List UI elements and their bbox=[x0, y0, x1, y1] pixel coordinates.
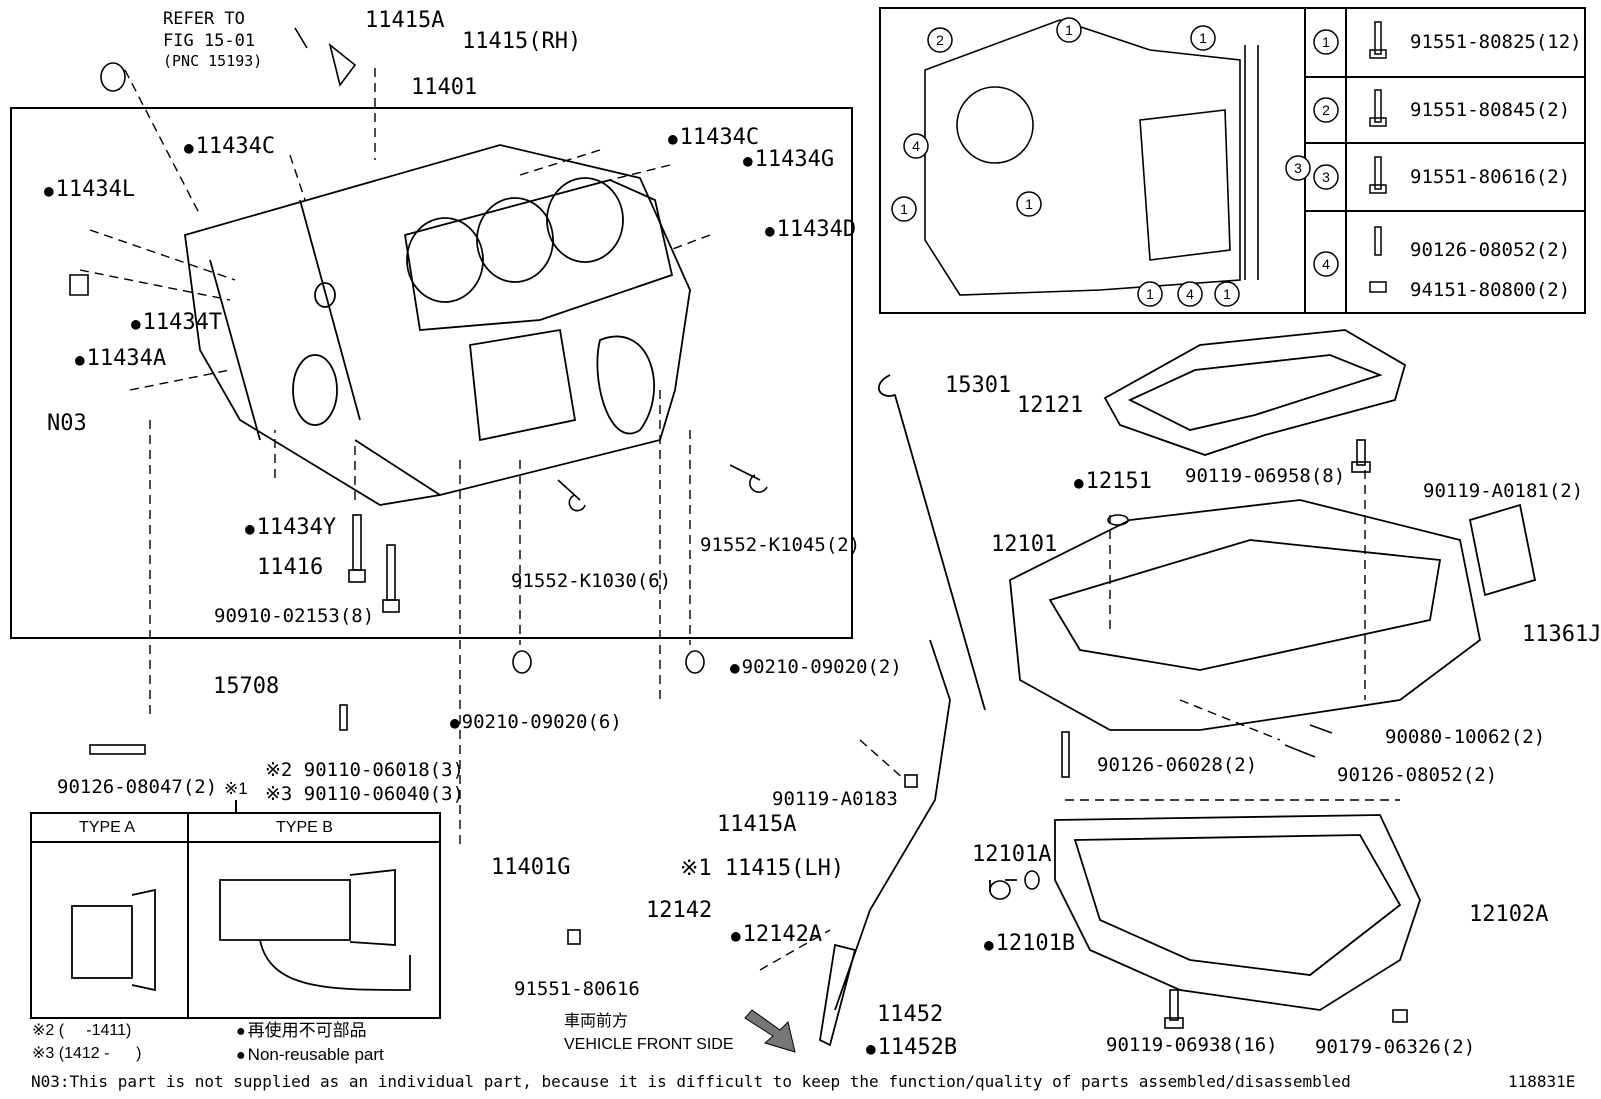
part-n03: N03 bbox=[47, 411, 87, 436]
cover-callouts bbox=[891, 17, 1311, 307]
part-11434t: 11434T bbox=[131, 311, 222, 336]
cover-callout-1: 1 bbox=[1065, 22, 1073, 38]
refer-note-1: REFER TO bbox=[163, 9, 245, 29]
type-b-label: TYPE B bbox=[276, 819, 333, 836]
part-90119-a0181: 90119-A0181(2) bbox=[1423, 480, 1584, 502]
cover-callout-5: 1 bbox=[1025, 196, 1033, 212]
part-11434c-left: 11434C bbox=[184, 135, 275, 160]
part-90210-09020-2: 90210-09020(2) bbox=[730, 657, 902, 678]
part-11434y: 11434Y bbox=[245, 516, 336, 541]
refer-note-3: (PNC 15193) bbox=[163, 52, 263, 70]
part-91552-k1030: 91552-K1030(6) bbox=[511, 570, 672, 592]
part-12101a: 12101A bbox=[972, 842, 1052, 867]
part-11415-lh: ※1 11415(LH) bbox=[680, 856, 845, 881]
part-12142: 12142 bbox=[646, 898, 713, 923]
bolt-table-part-4b: 94151-80800(2) bbox=[1410, 279, 1571, 301]
figure-id: 118831E bbox=[1508, 1072, 1576, 1091]
cover-callout-4: 1 bbox=[900, 201, 908, 217]
part-91552-k1045: 91552-K1045(2) bbox=[700, 534, 861, 556]
bolt-table-part-2: 91551-80845(2) bbox=[1410, 99, 1571, 121]
oil-pan-drawing bbox=[819, 329, 1537, 1047]
part-11401: 11401 bbox=[411, 75, 478, 100]
part-90179-06326: 90179-06326(2) bbox=[1315, 1036, 1476, 1058]
cover-callout-7: 1 bbox=[1146, 286, 1154, 302]
part-90119-06958: 90119-06958(8) bbox=[1185, 465, 1346, 487]
bolt-table-icons bbox=[1313, 21, 1387, 293]
legend-nonreuse-en: Non-reusable part bbox=[236, 1045, 384, 1066]
part-12102a: 12102A bbox=[1469, 902, 1549, 927]
part-90119-06938: 90119-06938(16) bbox=[1106, 1034, 1278, 1056]
cover-callout-0: 2 bbox=[936, 32, 944, 48]
part-11434g: 11434G bbox=[743, 148, 834, 173]
bolt-table-part-4a: 90126-08052(2) bbox=[1410, 239, 1571, 261]
front-arrow-icon bbox=[744, 1009, 796, 1053]
cover-callout-6: 3 bbox=[1294, 160, 1302, 176]
legend-front-jp: 車両前方 bbox=[564, 1013, 629, 1030]
bolt-table-part-3: 91551-80616(2) bbox=[1410, 166, 1571, 188]
part-90126-06028: 90126-06028(2) bbox=[1097, 754, 1258, 776]
type-a-fitting bbox=[71, 905, 133, 979]
part-11401g: 11401G bbox=[491, 855, 571, 880]
bolt-table-num-3: 4 bbox=[1322, 256, 1330, 272]
refer-note-2: FIG 15-01 bbox=[163, 31, 256, 51]
bolt-table-num-0: 1 bbox=[1322, 34, 1330, 50]
footer-note: N03:This part is not supplied as an indi… bbox=[31, 1072, 1351, 1091]
cover-callout-8: 4 bbox=[1186, 286, 1194, 302]
timing-cover-drawing bbox=[924, 19, 1259, 296]
fitting-type-frame bbox=[30, 812, 441, 1019]
part-11434c-right: 11434C bbox=[668, 126, 759, 151]
part-11434a: 11434A bbox=[75, 347, 166, 372]
part-90126-08052: 90126-08052(2) bbox=[1337, 764, 1498, 786]
cover-callout-3: 4 bbox=[912, 138, 920, 154]
part-15301: 15301 bbox=[945, 373, 1012, 398]
part-11452: 11452 bbox=[877, 1002, 944, 1027]
legend-nonreuse-jp: 再使用不可部品 bbox=[236, 1021, 367, 1042]
part-12121: 12121 bbox=[1017, 393, 1084, 418]
part-90210-09020-6: 90210-09020(6) bbox=[450, 712, 622, 733]
bolt-table-num-1: 2 bbox=[1322, 102, 1330, 118]
part-90910-02153: 90910-02153(8) bbox=[214, 605, 375, 627]
part-12101b: 12101B bbox=[984, 932, 1075, 957]
bolt-table-part-1: 91551-80825(12) bbox=[1410, 31, 1582, 53]
type-a-label: TYPE A bbox=[79, 819, 136, 836]
part-12151: 12151 bbox=[1074, 470, 1152, 495]
part-11452b: 11452B bbox=[866, 1036, 957, 1061]
cover-callout-2: 1 bbox=[1199, 30, 1207, 46]
part-11416: 11416 bbox=[257, 555, 324, 580]
part-90110-06018: ※2 90110-06018(3) bbox=[265, 759, 464, 781]
cylinder-block-drawing bbox=[184, 144, 691, 506]
bolt-table-num-2: 3 bbox=[1322, 169, 1330, 185]
cover-callout-labels: 2 1 1 4 1 1 3 1 4 1 bbox=[900, 22, 1302, 302]
part-11415-rh: 11415(RH) bbox=[462, 29, 582, 54]
timing-cover-frame bbox=[879, 7, 1586, 314]
legend-note-2: ※2 ( -1411) bbox=[32, 1022, 132, 1039]
part-11434d: 11434D bbox=[765, 218, 856, 243]
part-90119-a0183: 90119-A0183 bbox=[772, 788, 898, 810]
part-90110-06040: ※3 90110-06040(3) bbox=[265, 783, 464, 805]
part-90080-10062: 90080-10062(2) bbox=[1385, 726, 1546, 748]
legend-note-3: ※3 (1412 - ) bbox=[32, 1045, 142, 1062]
part-11415a-top: 11415A bbox=[365, 8, 445, 33]
cover-callout-9: 1 bbox=[1223, 286, 1231, 302]
engine-block-frame bbox=[10, 107, 853, 639]
type-b-fitting bbox=[219, 879, 351, 941]
part-12101: 12101 bbox=[991, 532, 1058, 557]
type-box-ref: ※1 bbox=[224, 779, 248, 798]
part-11434l: 11434L bbox=[44, 178, 135, 203]
part-90126-08047: 90126-08047(2) bbox=[57, 776, 218, 798]
part-15708: 15708 bbox=[213, 674, 280, 699]
legend-front-en: VEHICLE FRONT SIDE bbox=[564, 1036, 734, 1053]
part-11361j: 11361J bbox=[1522, 622, 1601, 647]
part-11415a-bottom: 11415A bbox=[717, 812, 797, 837]
part-12142a: 12142A bbox=[731, 923, 822, 948]
part-91551-80616: 91551-80616 bbox=[514, 978, 640, 1000]
